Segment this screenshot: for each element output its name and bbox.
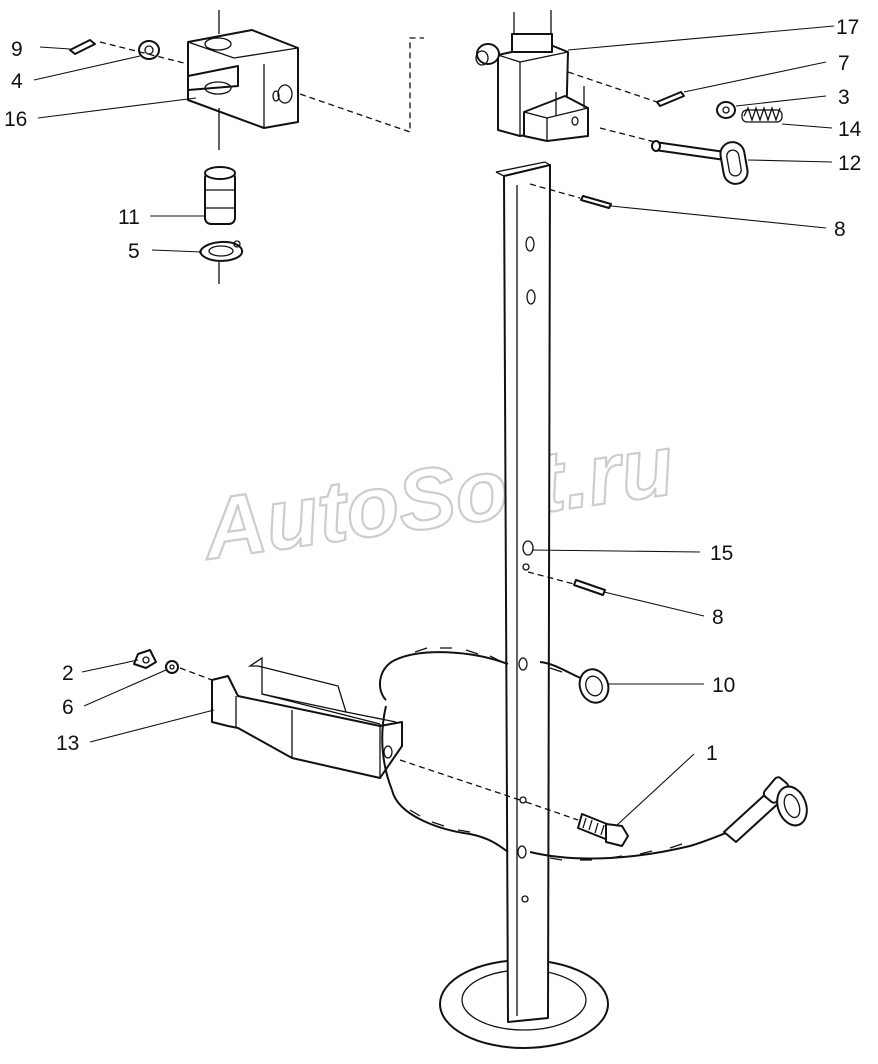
washer-3 (716, 101, 736, 119)
label-part-8-top: 8 (834, 218, 846, 241)
chain-upper (378, 647, 610, 791)
lower-bracket (211, 656, 403, 779)
label-part-13: 13 (56, 732, 79, 755)
leader-lines (33, 25, 835, 827)
washer-6 (165, 660, 179, 674)
label-part-11: 11 (118, 206, 140, 229)
pin-axis (204, 108, 236, 284)
assembly-axes (99, 37, 658, 821)
label-part-7: 7 (838, 52, 850, 75)
label-part-16: 16 (4, 108, 27, 131)
roll-pin-7 (656, 91, 685, 107)
label-part-17: 17 (836, 16, 859, 39)
nut-2 (133, 649, 157, 669)
label-part-3: 3 (838, 86, 850, 109)
roll-pin-8-top (580, 195, 612, 209)
chain-lower (391, 776, 808, 861)
label-part-8-bottom: 8 (712, 606, 724, 629)
label-part-2: 2 (62, 662, 74, 685)
label-part-12: 12 (838, 152, 861, 175)
label-part-9: 9 (11, 38, 23, 61)
part-labels: 9 4 16 11 5 17 7 3 14 12 8 15 8 10 1 2 6… (4, 16, 862, 765)
handle-pin-12 (651, 140, 749, 185)
label-part-14: 14 (838, 118, 862, 141)
washer-4 (138, 40, 160, 60)
roll-pin-9 (69, 39, 96, 55)
spring-14 (741, 105, 783, 123)
clevis-fork (187, 10, 299, 129)
bolt-1 (577, 813, 629, 847)
label-part-1: 1 (706, 742, 718, 765)
roll-pin-8-bottom (573, 579, 606, 596)
stand-post (495, 161, 551, 1023)
label-part-5: 5 (128, 240, 140, 263)
circlip (199, 240, 244, 262)
label-part-6: 6 (62, 696, 74, 719)
watermark-text: AutoSoft.ru (196, 417, 680, 578)
label-part-10: 10 (712, 674, 735, 697)
top-bracket (475, 10, 589, 142)
label-part-15: 15 (710, 542, 733, 565)
label-part-4: 4 (11, 70, 23, 93)
